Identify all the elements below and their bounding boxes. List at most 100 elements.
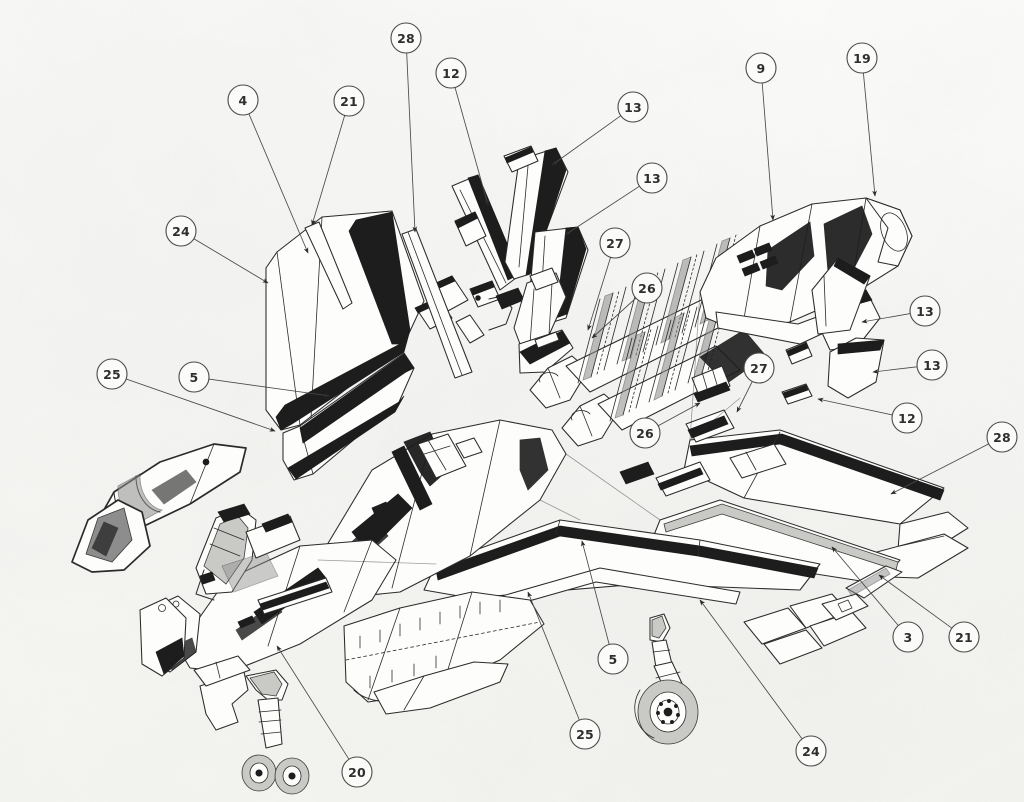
callout-circle[interactable]: [597, 643, 629, 675]
callout-12[interactable]: 12: [891, 402, 923, 434]
callout-number: 24: [172, 224, 190, 239]
fin-tip-detail: [503, 145, 539, 173]
callout-21[interactable]: 21: [948, 621, 980, 653]
callout-leader-line: [657, 402, 701, 427]
callout-number: 20: [348, 765, 366, 780]
callout-circle[interactable]: [743, 352, 775, 384]
callout-leader-line: [872, 366, 918, 374]
callout-number: 28: [397, 31, 415, 46]
flap-panels: [743, 593, 869, 665]
callout-circle[interactable]: [909, 295, 941, 327]
callout-number: 21: [955, 630, 973, 645]
callout-leader-line: [831, 546, 899, 626]
callout-20[interactable]: 20: [341, 756, 373, 788]
main-landing-gear: [193, 655, 310, 795]
intake-duct: [343, 591, 545, 715]
callout-circle[interactable]: [631, 272, 663, 304]
callout-number: 21: [340, 94, 358, 109]
control-surface-cluster: [513, 272, 574, 374]
callout-3[interactable]: 3: [892, 621, 924, 653]
callout-leader-line: [208, 378, 331, 398]
callout-number: 12: [898, 411, 916, 426]
callout-26[interactable]: 26: [629, 417, 661, 449]
vertical-fin-lower-left: [282, 352, 415, 481]
callout-9[interactable]: 9: [745, 52, 777, 84]
callout-26[interactable]: 26: [631, 272, 663, 304]
callout-circle[interactable]: [227, 84, 259, 116]
callout-12[interactable]: 12: [435, 57, 467, 89]
aft-fuselage-barrel: [699, 197, 913, 345]
callout-circle[interactable]: [986, 421, 1018, 453]
callout-5[interactable]: 5: [178, 361, 210, 393]
callout-circle[interactable]: [599, 227, 631, 259]
callout-28[interactable]: 28: [986, 421, 1018, 453]
callout-number: 24: [802, 744, 820, 759]
construction-lines: [317, 291, 741, 565]
callout-leader-line: [736, 381, 753, 413]
callout-13[interactable]: 13: [916, 349, 948, 381]
callout-24[interactable]: 24: [165, 215, 197, 247]
callout-circle[interactable]: [846, 42, 878, 74]
callout-27[interactable]: 27: [743, 352, 775, 384]
callout-4[interactable]: 4: [227, 84, 259, 116]
callout-number: 26: [636, 426, 654, 441]
callout-circle[interactable]: [891, 402, 923, 434]
nose-landing-gear: [634, 613, 699, 745]
callout-circle[interactable]: [96, 358, 128, 390]
callout-circle[interactable]: [178, 361, 210, 393]
callout-21[interactable]: 21: [333, 85, 365, 117]
callout-13[interactable]: 13: [617, 91, 649, 123]
callout-circle[interactable]: [948, 621, 980, 653]
callout-13[interactable]: 13: [909, 295, 941, 327]
callout-28[interactable]: 28: [390, 22, 422, 54]
callout-number: 5: [609, 652, 618, 667]
callout-leader-line: [862, 72, 877, 197]
callout-circle[interactable]: [390, 22, 422, 54]
callout-25[interactable]: 25: [96, 358, 128, 390]
callout-25[interactable]: 25: [569, 718, 601, 750]
callout-leader-line: [581, 540, 610, 645]
callout-24[interactable]: 24: [795, 735, 827, 767]
callout-leader-line: [126, 378, 276, 432]
callout-leader-line: [861, 313, 911, 324]
callout-leader-line: [276, 645, 350, 760]
callout-19[interactable]: 19: [846, 42, 878, 74]
callout-circle[interactable]: [795, 735, 827, 767]
wing-center: [423, 519, 821, 599]
callout-circle[interactable]: [341, 756, 373, 788]
callout-circle[interactable]: [892, 621, 924, 653]
callout-27[interactable]: 27: [599, 227, 631, 259]
callout-number: 25: [576, 727, 594, 742]
callout-circle[interactable]: [333, 85, 365, 117]
callout-leader-line: [587, 257, 612, 331]
callout-circle[interactable]: [617, 91, 649, 123]
callout-13[interactable]: 13: [636, 162, 668, 194]
callout-leader-line: [591, 297, 637, 339]
ejection-seat: [195, 503, 279, 601]
gear-door-panels: [245, 513, 333, 615]
callout-number: 19: [853, 51, 871, 66]
callout-circle[interactable]: [165, 215, 197, 247]
callout-number: 27: [606, 236, 624, 251]
callout-circle[interactable]: [745, 52, 777, 84]
callout-number: 28: [993, 430, 1011, 445]
callout-circle[interactable]: [629, 417, 661, 449]
callout-leader-line: [878, 574, 953, 629]
fuselage-former-center: [455, 280, 525, 344]
callout-number: 5: [190, 370, 199, 385]
callout-leader-line: [311, 115, 346, 226]
callout-number: 3: [904, 630, 913, 645]
callout-circle[interactable]: [569, 718, 601, 750]
callout-circle[interactable]: [916, 349, 948, 381]
callout-5[interactable]: 5: [597, 643, 629, 675]
callout-number: 4: [239, 93, 248, 108]
callout-number: 12: [442, 66, 460, 81]
callout-circle[interactable]: [636, 162, 668, 194]
callout-leader-line: [454, 87, 489, 206]
vertical-fin-right-group: [811, 257, 885, 399]
misc-hardware: [529, 267, 813, 497]
callout-circle[interactable]: [435, 57, 467, 89]
